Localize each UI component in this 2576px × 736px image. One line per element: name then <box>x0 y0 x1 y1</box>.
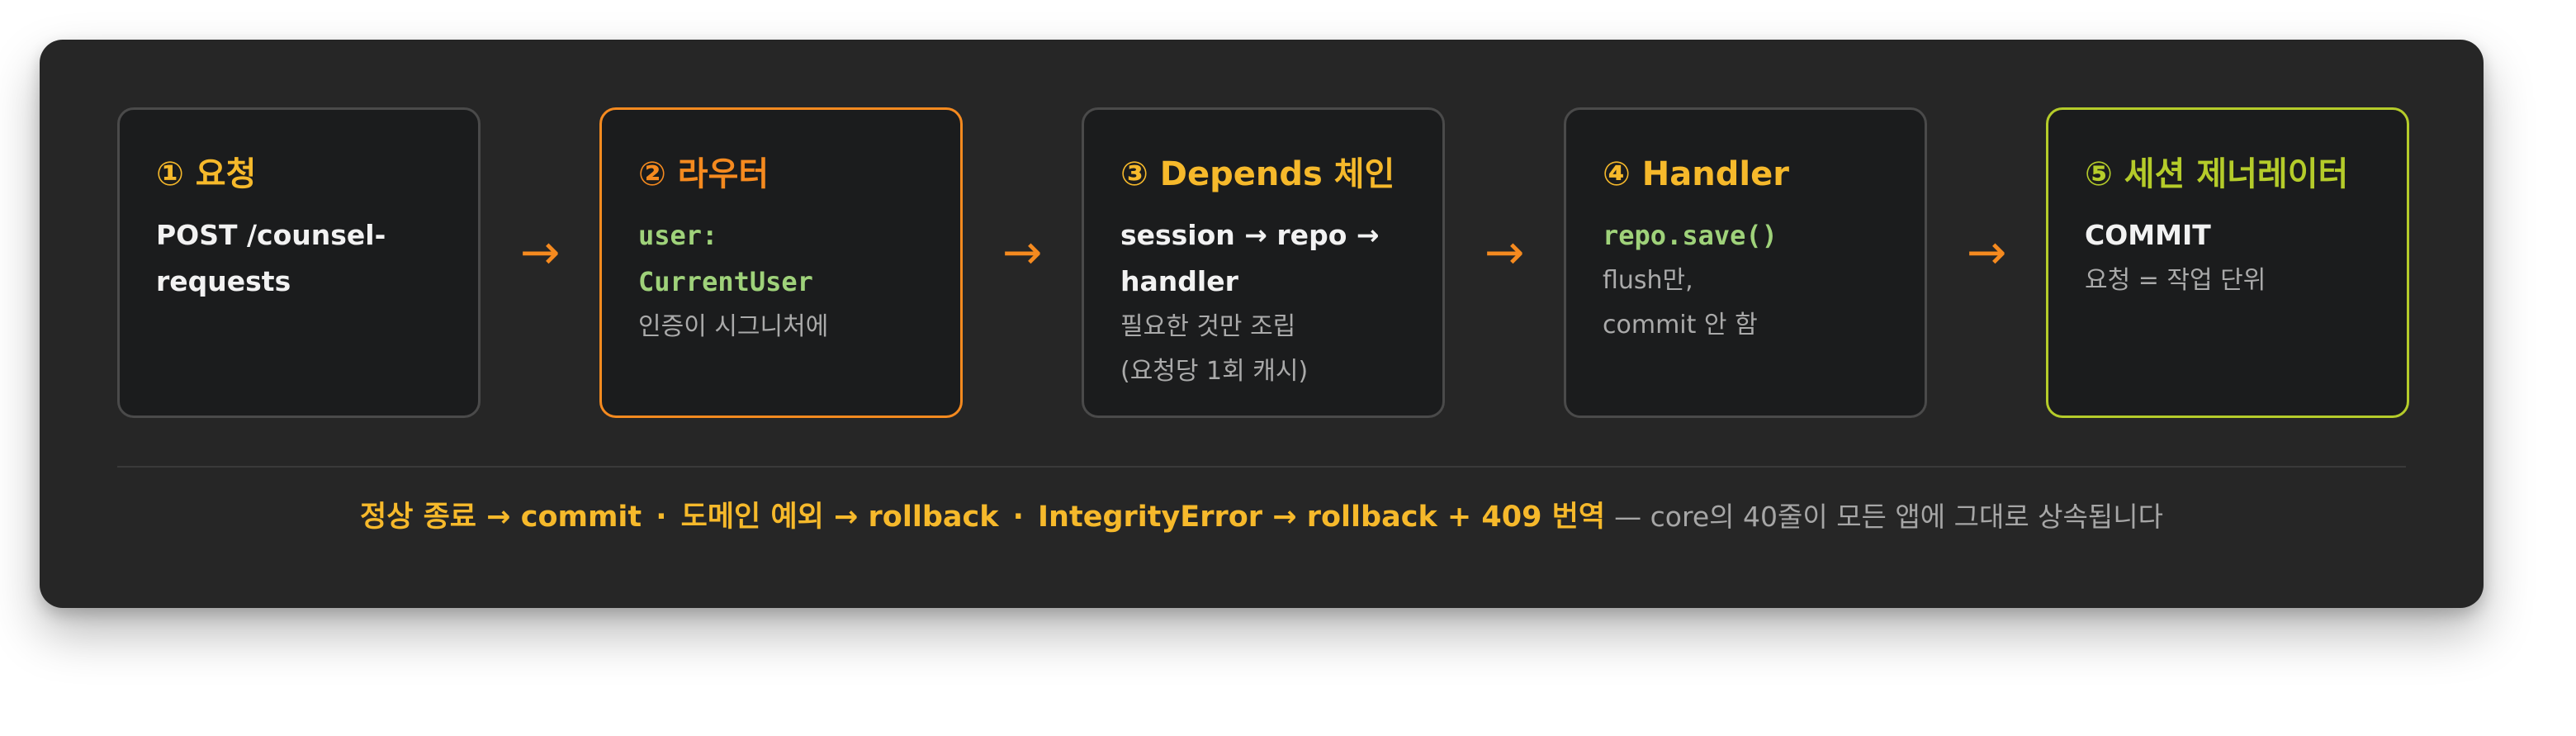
arrow-icon: → <box>1966 224 2007 280</box>
step-note: 필요한 것만 조립 <box>1120 312 1296 341</box>
step-note: flush만, <box>1603 266 1693 295</box>
step-line: POST /counsel-requests <box>156 219 386 297</box>
step-title: ④ Handler <box>1603 155 1789 193</box>
arrow-icon: → <box>519 224 561 280</box>
step-router-box: ② 라우터 user: CurrentUser 인증이 시그니처에 <box>599 107 963 418</box>
step-note: 인증이 시그니처에 <box>638 312 829 341</box>
footer-separator: · <box>1012 501 1024 534</box>
diagram-panel: ① 요청 POST /counsel-requests → ② 라우터 user… <box>40 40 2484 608</box>
step-session-generator-box: ⑤ 세션 제너레이터 COMMIT 요청 = 작업 단위 <box>2046 107 2409 418</box>
step-handler-box: ④ Handler repo.save() flush만, commit 안 함 <box>1564 107 1927 418</box>
step-title: ② 라우터 <box>638 155 769 193</box>
step-line: COMMIT <box>2085 219 2211 251</box>
step-note: commit 안 함 <box>1603 311 1758 340</box>
step-title: ⑤ 세션 제너레이터 <box>2085 155 2349 193</box>
step-note: 요청 = 작업 단위 <box>2085 266 2266 295</box>
code-line: CurrentUser <box>638 266 813 297</box>
footer-domain-exception: 도메인 예외 → rollback <box>680 501 999 534</box>
code-line: repo.save() <box>1603 220 1778 251</box>
step-note: (요청당 1회 캐시) <box>1120 357 1309 386</box>
footer-separator: · <box>656 501 667 534</box>
step-title: ③ Depends 체인 <box>1120 155 1395 193</box>
arrow-icon: → <box>1484 224 1525 280</box>
step-request-box: ① 요청 POST /counsel-requests <box>117 107 481 418</box>
footer-summary: 정상 종료 → commit · 도메인 예외 → rollback · Int… <box>40 492 2484 547</box>
step-depends-chain-box: ③ Depends 체인 session → repo → handler 필요… <box>1082 107 1445 418</box>
arrow-icon: → <box>1002 224 1043 280</box>
divider <box>117 466 2406 468</box>
footer-normal-exit: 정상 종료 → commit <box>360 501 642 534</box>
footer-integrity-error: IntegrityError → rollback + 409 번역 <box>1038 501 1606 534</box>
code-line: user: <box>638 220 718 251</box>
step-line: handler <box>1120 265 1238 297</box>
footer-note: — core의 40줄이 모든 앱에 그대로 상속됩니다 <box>1614 501 2163 533</box>
step-title: ① 요청 <box>156 155 257 193</box>
step-line: session → repo → <box>1120 219 1380 251</box>
